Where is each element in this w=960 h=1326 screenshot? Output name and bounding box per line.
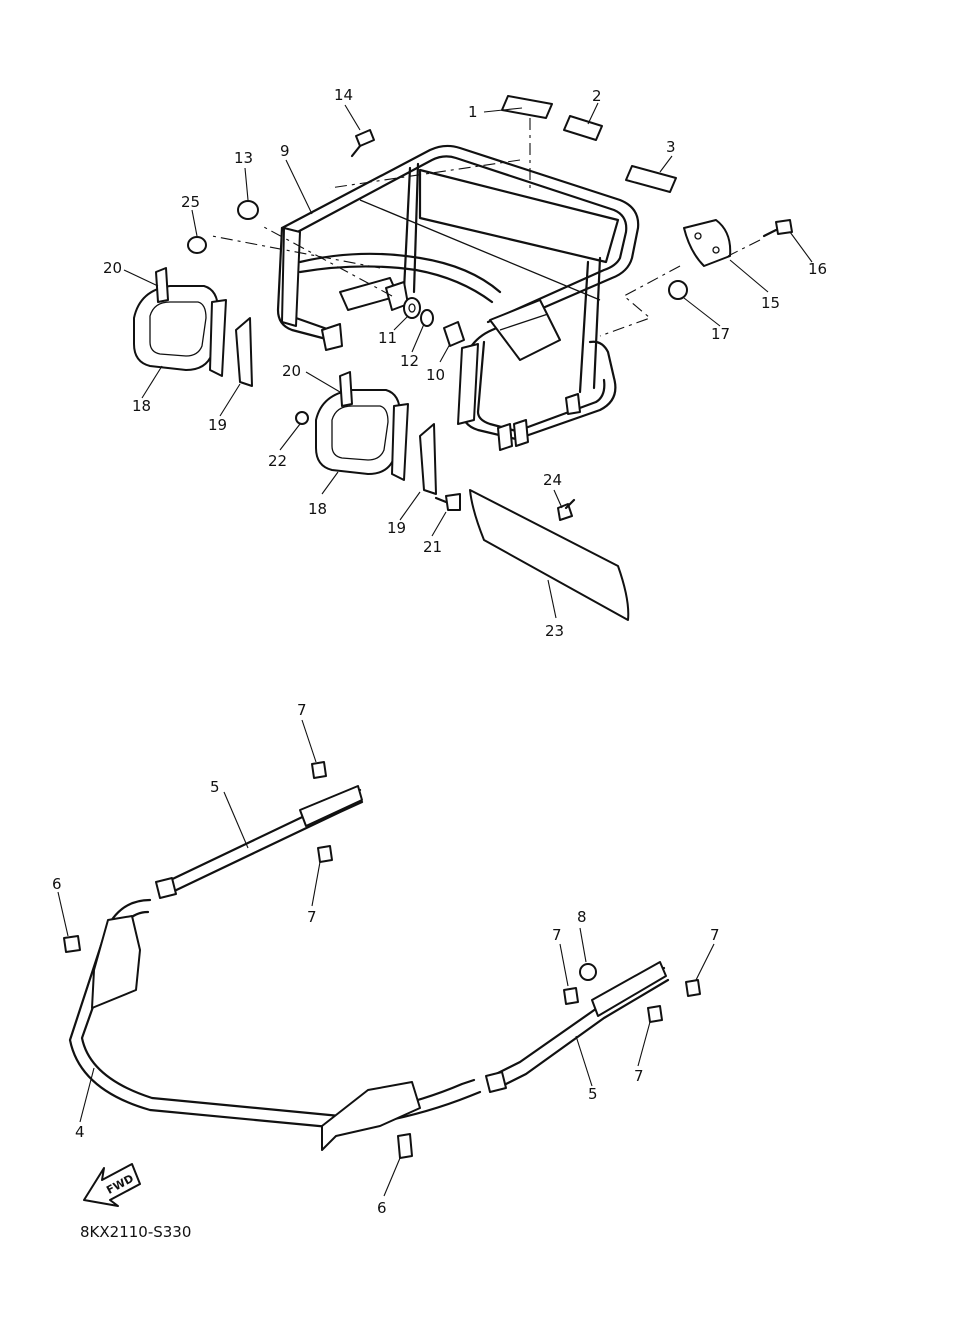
callout-numbers: 1 2 3 9 13 14 25 20 18 19 11 12 10 15 16…: [52, 86, 827, 1217]
decal-3: [625, 165, 677, 193]
callout-23: 23: [545, 622, 564, 640]
callout-18-right: 18: [308, 500, 327, 518]
callout-5-right: 5: [588, 1085, 598, 1103]
callout-7-right-a: 7: [552, 926, 562, 944]
callout-12: 12: [400, 352, 419, 370]
callout-18-left: 18: [132, 397, 151, 415]
callout-3: 3: [666, 138, 676, 156]
callout-7-mid: 7: [307, 908, 317, 926]
callout-9: 9: [280, 142, 290, 160]
callout-14: 14: [334, 86, 353, 104]
rack-frame: [276, 144, 640, 451]
callout-19-left: 19: [208, 416, 227, 434]
callout-19-right: 19: [387, 519, 406, 537]
callout-16: 16: [808, 260, 827, 278]
callout-8: 8: [577, 908, 587, 926]
callout-11: 11: [378, 329, 397, 347]
assembly-lines: [211, 118, 761, 337]
callout-22: 22: [268, 452, 287, 470]
callout-7-right-b: 7: [710, 926, 720, 944]
callout-17: 17: [711, 325, 730, 343]
guard-assembly-left: [133, 267, 253, 387]
callout-25: 25: [181, 193, 200, 211]
callout-15: 15: [761, 294, 780, 312]
decal-2: [563, 115, 603, 141]
guard-assembly-right: [315, 371, 437, 495]
callout-21: 21: [423, 538, 442, 556]
callout-4: 4: [75, 1123, 85, 1141]
bumper-frame: [68, 785, 670, 1151]
decal-1: [501, 95, 553, 119]
decal-labels: [501, 95, 677, 193]
callout-7-right-c: 7: [634, 1067, 644, 1085]
callout-24: 24: [543, 471, 562, 489]
callout-20-left: 20: [103, 259, 122, 277]
drawing-code: 8KX2110-S330: [80, 1223, 191, 1241]
leader-lines: [57, 102, 813, 1197]
callout-5-left: 5: [210, 778, 220, 796]
callout-6-bottom: 6: [377, 1199, 387, 1217]
callout-7-top: 7: [297, 701, 307, 719]
callout-20-right: 20: [282, 362, 301, 380]
bumper-hardware: [63, 761, 701, 1159]
callout-1: 1: [468, 103, 478, 121]
callout-10: 10: [426, 366, 445, 384]
callout-2: 2: [592, 87, 602, 105]
rack-hardware: [187, 129, 793, 521]
callout-6-left: 6: [52, 875, 62, 893]
fwd-arrow-icon: FWD: [83, 1163, 141, 1207]
callout-13: 13: [234, 149, 253, 167]
mud-flap: [469, 489, 630, 621]
